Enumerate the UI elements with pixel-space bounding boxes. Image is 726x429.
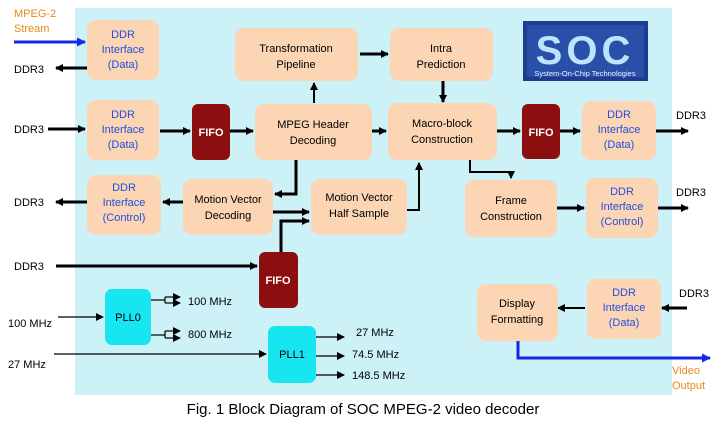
- svg-text:FIFO: FIFO: [198, 127, 223, 139]
- svg-text:FIFO: FIFO: [265, 275, 290, 287]
- pll0-block: PLL0: [105, 289, 151, 345]
- fifos: FIFO FIFO FIFO: [192, 104, 560, 308]
- ddr3-label-control-left: DDR3: [14, 197, 44, 209]
- fifo-bottom: FIFO: [259, 252, 298, 308]
- video-output-line: [516, 340, 711, 363]
- figure-caption: Fig. 1 Block Diagram of SOC MPEG-2 video…: [186, 401, 540, 418]
- clock-27mhz-input-label: 27 MHz: [8, 359, 46, 371]
- ddr3-label-top-left: DDR3: [14, 64, 44, 76]
- logo-subtitle: System-On-Chip Technologies: [534, 69, 635, 78]
- plls: PLL0 PLL1: [105, 289, 316, 383]
- ddr3-label-fifo: DDR3: [14, 261, 44, 273]
- ddr3-label-control-right: DDR3: [676, 187, 706, 199]
- logo-title: SOC: [536, 29, 635, 73]
- connectors: [14, 37, 711, 379]
- svg-text:PLL1: PLL1: [279, 349, 305, 361]
- ddr3-label-left: DDR3: [14, 124, 44, 136]
- pll1-block: PLL1: [268, 326, 316, 383]
- svg-text:FIFO: FIFO: [528, 127, 553, 139]
- pll1-output-27mhz: 27 MHz: [356, 327, 394, 339]
- pll0-output-100mhz: 100 MHz: [188, 296, 232, 308]
- fifo-right: FIFO: [522, 104, 560, 159]
- clock-100mhz-input-label: 100 MHz: [8, 318, 52, 330]
- pll1-output-74-5mhz: 74.5 MHz: [352, 349, 399, 361]
- ddr3-label-right: DDR3: [676, 110, 706, 122]
- fifo-left: FIFO: [192, 104, 230, 160]
- ddr3-label-display: DDR3: [679, 288, 709, 300]
- pll0-output-800mhz: 800 MHz: [188, 329, 232, 341]
- soc-logo: SOC System-On-Chip Technologies: [523, 21, 648, 81]
- svg-text:PLL0: PLL0: [115, 312, 141, 324]
- pll1-output-148-5mhz: 148.5 MHz: [352, 370, 405, 382]
